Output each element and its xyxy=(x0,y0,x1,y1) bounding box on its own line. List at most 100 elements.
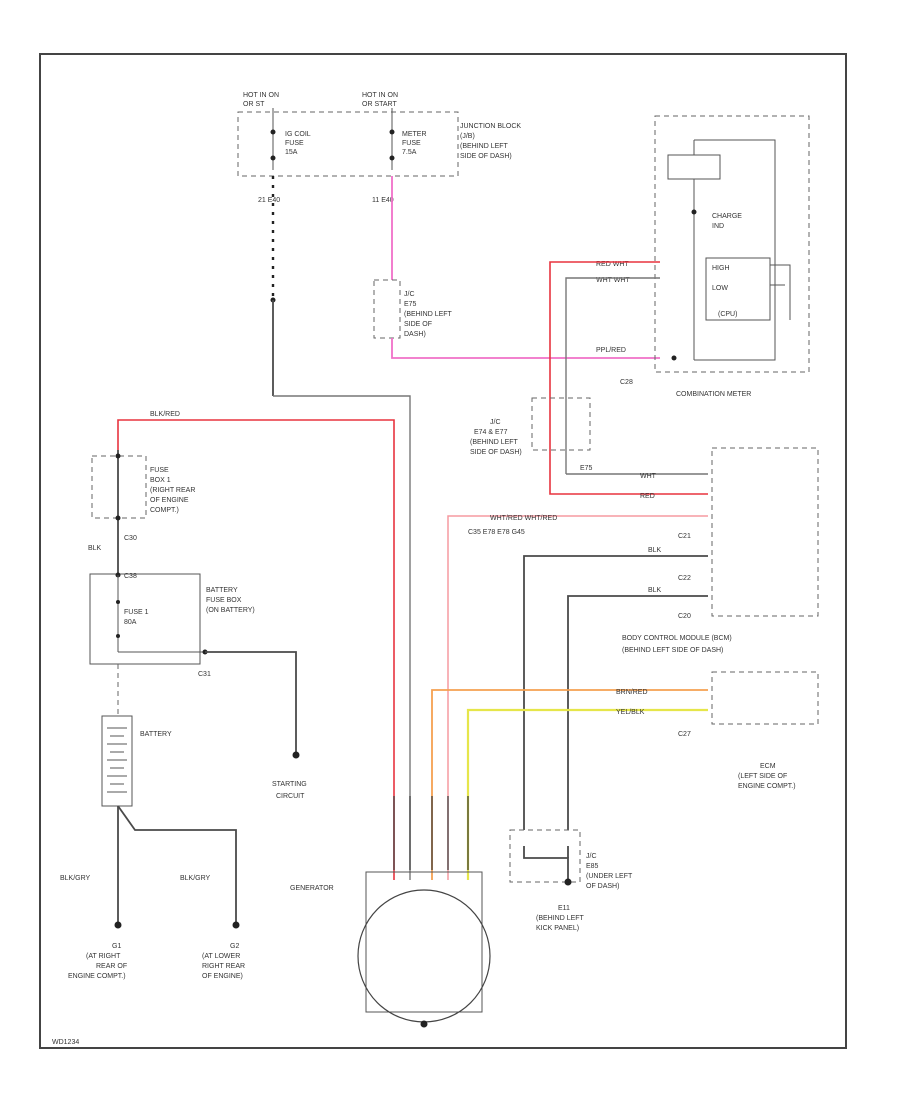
connector-c20: C20 xyxy=(678,613,691,620)
fuse-box-1-label-4: OF ENGINE xyxy=(150,497,189,504)
fuse-box-1-terminal xyxy=(115,453,121,459)
connector-e40-mid: 11 E40 xyxy=(372,197,394,204)
e11-ground-dot xyxy=(564,878,572,886)
blk-label-c22a: BLK xyxy=(648,547,662,554)
hot-in-on-label-1b: OR ST xyxy=(243,101,265,108)
junction-block-box xyxy=(237,111,459,177)
ecm-label-2: (LEFT SIDE OF xyxy=(738,773,787,780)
ground-g1-dot xyxy=(114,921,122,929)
ground-g1-label-3: REAR OF xyxy=(96,963,127,970)
jc-e85-label-4: OF DASH) xyxy=(586,883,619,890)
jc-e75-label-5: DASH) xyxy=(404,331,426,338)
fuse-box-1-label-2: BOX 1 xyxy=(150,477,171,484)
hot-in-on-label-2: HOT IN ON xyxy=(362,92,398,99)
red-wht-label: RED WHT xyxy=(596,261,629,268)
meter-node xyxy=(691,209,697,215)
fuse-box-1-label-5: COMPT.) xyxy=(150,507,179,514)
jc-e75-label-3: (BEHIND LEFT xyxy=(404,311,453,318)
charge-ind-label-2: IND xyxy=(712,223,724,230)
hot-in-on-label-1: HOT IN ON xyxy=(243,92,279,99)
junction-block-label: JUNCTION BLOCK xyxy=(460,123,521,130)
fuse-1-label: FUSE 1 xyxy=(124,609,149,616)
battery-fuse-terminal xyxy=(116,600,120,604)
jc-e85-label-2: E85 xyxy=(586,863,599,870)
high-label: HIGH xyxy=(712,265,730,272)
fuse-box-1-label: FUSE xyxy=(150,467,169,474)
starting-circuit-label-2: CIRCUIT xyxy=(276,793,305,800)
jc-e85-box xyxy=(509,829,581,883)
fuse-terminal xyxy=(389,155,395,161)
yel-blk-label: YEL/BLK xyxy=(616,709,645,716)
battery-fuse-box-label: BATTERY xyxy=(206,587,238,594)
hot-in-on-label-2b: OR START xyxy=(362,101,397,108)
jc-e75-label-2: E75 xyxy=(404,301,417,308)
ground-g1-label-2: (AT RIGHT xyxy=(86,953,121,960)
blk-gry-label-2: BLK/GRY xyxy=(180,875,211,882)
blk-red-label: BLK/RED xyxy=(150,411,180,418)
cpu-box xyxy=(705,257,771,321)
ground-e11-label-3: KICK PANEL) xyxy=(536,925,579,932)
jc-e85-label: J/C xyxy=(586,853,597,860)
fuse-box-1 xyxy=(91,455,147,519)
jc-e74-label: J/C xyxy=(490,419,501,426)
ecm-box xyxy=(711,671,819,725)
ppl-red-label: PPL/RED xyxy=(596,347,626,354)
connector-c21: C21 xyxy=(678,533,691,540)
wht-red-labels: WHT/RED WHT/RED xyxy=(490,515,557,522)
wht-wht-label: WHT WHT xyxy=(596,277,630,284)
red-label: RED xyxy=(640,493,655,500)
battery-fuse-terminal xyxy=(116,634,120,638)
ecm-label: ECM xyxy=(760,763,776,770)
bcm-label: BODY CONTROL MODULE (BCM) xyxy=(622,635,732,642)
fuse-box-1-terminal xyxy=(115,515,121,521)
combination-meter-label: COMBINATION METER xyxy=(676,391,751,398)
brn-red-label: BRN/RED xyxy=(616,689,648,696)
ground-g2-label-4: OF ENGINE) xyxy=(202,973,243,980)
bcm-box xyxy=(711,447,819,617)
meter-fuse-label-2: FUSE xyxy=(402,140,421,147)
blk-label-c20: BLK xyxy=(648,587,662,594)
meter-gauge-box xyxy=(667,154,721,180)
ground-e11-label: E11 xyxy=(558,905,570,912)
generator-connector-ticks xyxy=(393,796,469,870)
ig-coil-fuse-label-3: 15A xyxy=(285,149,298,156)
connector-c31: C31 xyxy=(198,671,211,678)
combination-meter-box xyxy=(654,115,810,373)
ground-g2-dot xyxy=(232,921,240,929)
junction-block-label-4: SIDE OF DASH) xyxy=(460,153,512,160)
junction-block-label-3: (BEHIND LEFT xyxy=(460,143,509,150)
charge-ind-label: CHARGE xyxy=(712,213,742,220)
ground-g2-label-3: RIGHT REAR xyxy=(202,963,245,970)
ig-coil-fuse-label-2: FUSE xyxy=(285,140,304,147)
bcm-label-2: (BEHIND LEFT SIDE OF DASH) xyxy=(622,647,723,654)
wht-red-connectors: C35 E78 E78 G45 xyxy=(468,529,525,536)
ground-g2-label: G2 xyxy=(230,943,239,950)
generator-symbol xyxy=(357,889,491,1023)
battery-label: BATTERY xyxy=(140,731,172,738)
connector-c22: C22 xyxy=(678,575,691,582)
connector-e40-left: 21 E40 xyxy=(258,197,280,204)
starting-circuit-dot xyxy=(292,751,300,759)
jc-e75-box xyxy=(373,279,401,339)
ecm-label-3: ENGINE COMPT.) xyxy=(738,783,796,790)
jc-e74-label-2: E74 & E77 xyxy=(474,429,508,436)
generator-body xyxy=(365,871,483,1013)
cpu-label: (CPU) xyxy=(718,311,737,318)
e75-label: E75 xyxy=(580,465,593,472)
ground-e11-label-2: (BEHIND LEFT xyxy=(536,915,585,922)
fuse-terminal xyxy=(270,129,276,135)
battery-fuse-box-label-3: (ON BATTERY) xyxy=(206,607,255,614)
jc-e75-label-4: SIDE OF xyxy=(404,321,432,328)
diagram-code: WD1234 xyxy=(52,1039,79,1046)
battery-fuse-box xyxy=(89,573,201,665)
fuse-terminal xyxy=(389,129,395,135)
jc-e74-label-4: SIDE OF DASH) xyxy=(470,449,522,456)
fuse-1-label-2: 80A xyxy=(124,619,137,626)
meter-pin xyxy=(671,355,677,361)
jc-e85-label-3: (UNDER LEFT xyxy=(586,873,633,880)
wht-label: WHT xyxy=(640,473,657,480)
low-label: LOW xyxy=(712,285,728,292)
ground-g2-label-2: (AT LOWER xyxy=(202,953,240,960)
ground-g1-label-4: ENGINE COMPT.) xyxy=(68,973,126,980)
